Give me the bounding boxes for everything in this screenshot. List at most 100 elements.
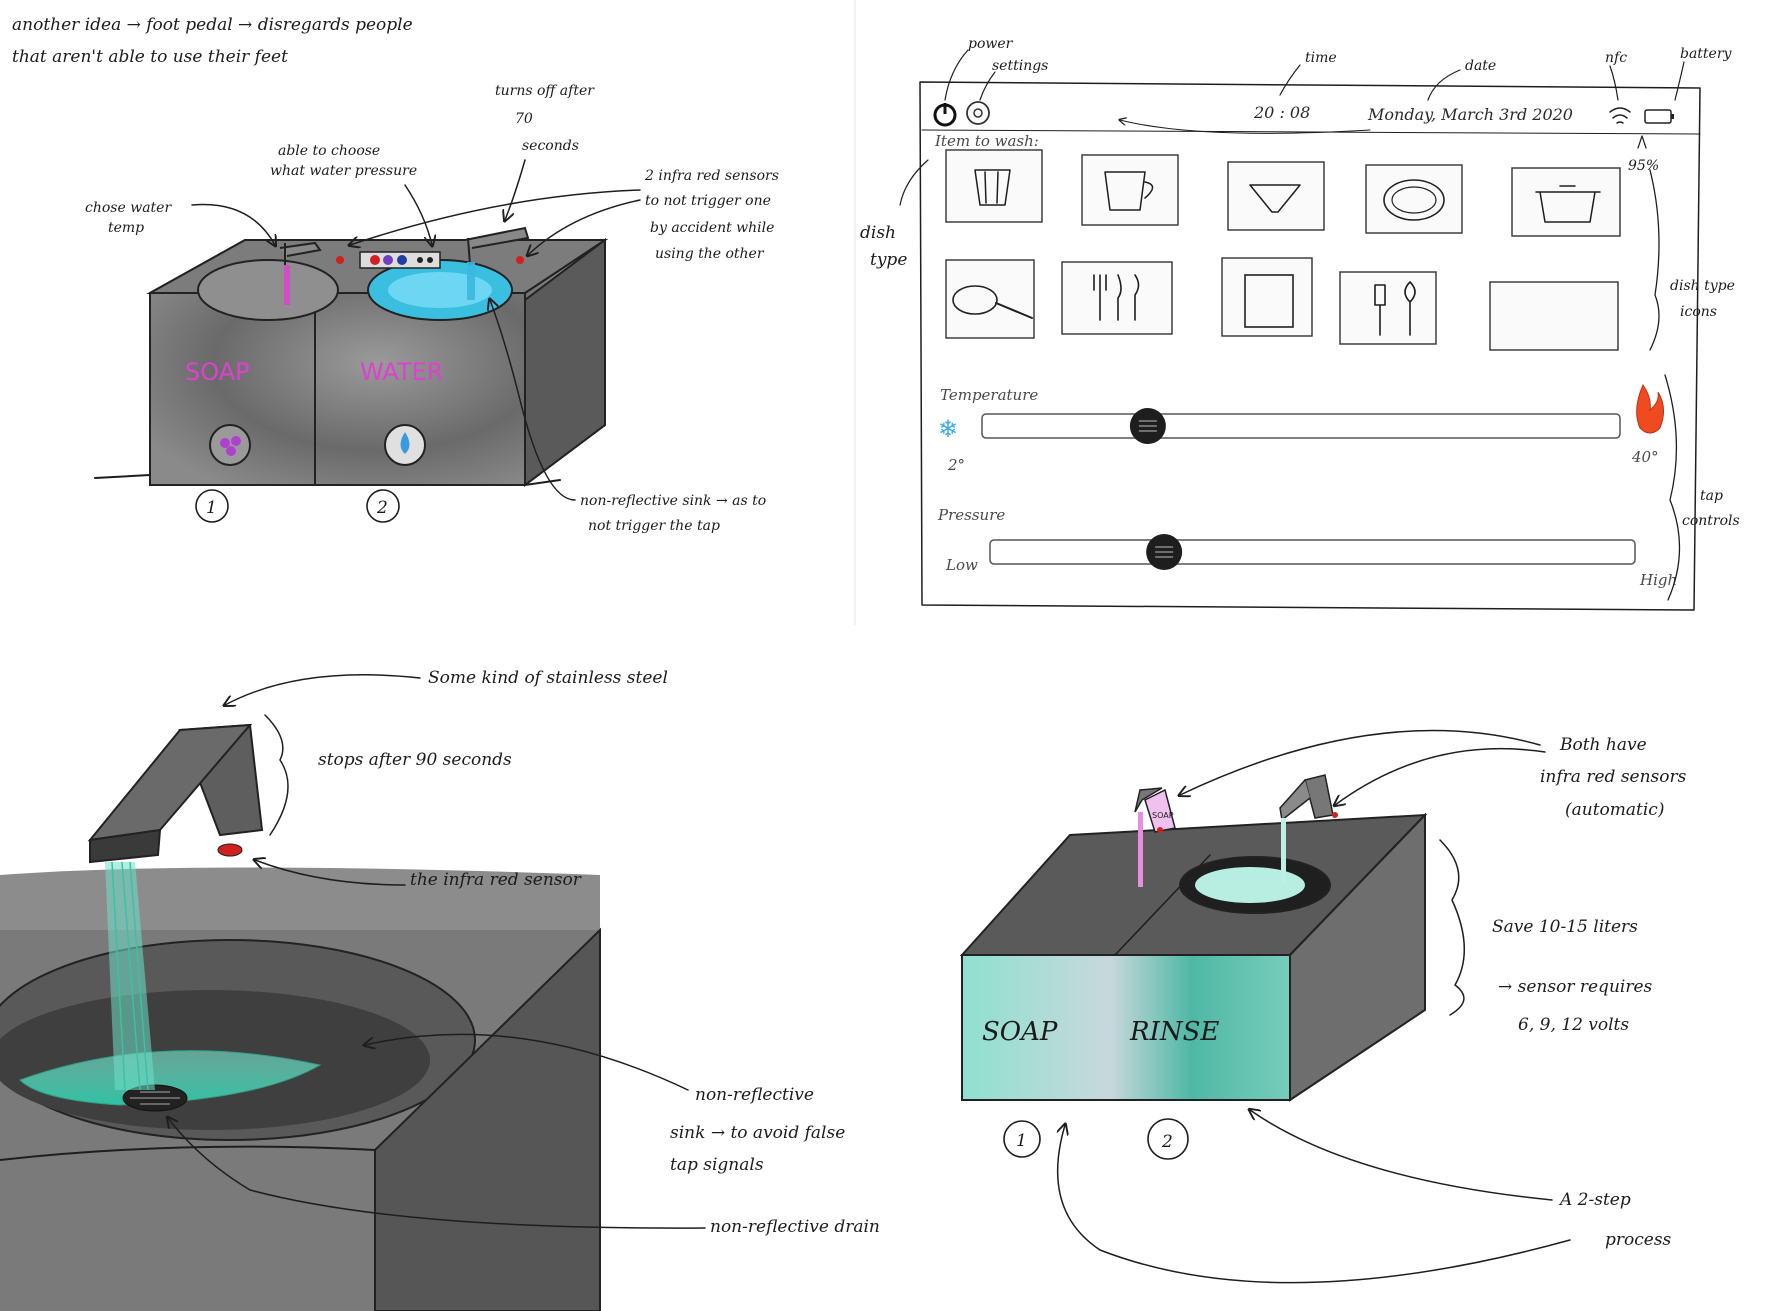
temperature-track <box>981 413 1621 439</box>
box-label-rinse: RINSE <box>1129 1017 1219 1047</box>
bottom-non-reflective-note-2: sink → to avoid false <box>670 1123 845 1143</box>
bottom-non-reflective-note-1: non-reflective <box>695 1085 814 1105</box>
callout-power: power <box>968 36 1014 52</box>
dish-tile-plate[interactable] <box>1365 164 1463 234</box>
turn-off-note-2: 70 <box>515 111 533 127</box>
cutlery-icon <box>1093 274 1140 321</box>
callout-dish-type-1: dish <box>860 223 896 243</box>
both-sensors-note-3: (automatic) <box>1565 800 1664 820</box>
voltage-note-2: 6, 9, 12 volts <box>1518 1015 1629 1035</box>
plate-icon <box>1383 179 1445 221</box>
stops-note: stops after 90 seconds <box>318 750 512 770</box>
battery-percent: 95% <box>1628 158 1659 174</box>
battery-icon <box>1644 109 1672 124</box>
both-sensors-note-1: Both have <box>1559 735 1647 755</box>
dish-tile-cutting-board[interactable] <box>1221 257 1313 337</box>
idea-note-line-2: that aren't able to use their feet <box>12 47 288 67</box>
cutting-board-icon <box>1244 274 1294 328</box>
sink-label-soap: SOAP <box>185 358 250 386</box>
funnel-icon <box>1249 184 1301 213</box>
status-date: Monday, March 3rd 2020 <box>1367 105 1573 124</box>
item-to-wash-label: Item to wash: <box>934 132 1039 150</box>
idea-note-line-1: another idea → foot pedal → disregards p… <box>12 15 413 35</box>
drain-note: non-reflective drain <box>710 1217 880 1237</box>
pressure-thumb[interactable] <box>1146 534 1183 570</box>
ui-wireframe: power settings time date nfc battery 20 … <box>860 36 1740 611</box>
callout-dish-type-2: type <box>870 250 907 270</box>
settings-icon[interactable] <box>966 101 990 125</box>
top-left-sketch: another idea → foot pedal → disregards p… <box>12 15 779 534</box>
callout-dish-type-icons-1: dish type <box>1670 278 1735 294</box>
process-note-2: process <box>1605 1230 1672 1250</box>
turn-off-note-3: seconds <box>522 138 579 154</box>
soap-button-icon <box>209 424 251 466</box>
callout-battery: battery <box>1680 46 1733 62</box>
spatula-icon <box>1374 281 1416 336</box>
temperature-label: Temperature <box>940 386 1038 404</box>
callout-dish-type-icons-2: icons <box>1680 304 1717 320</box>
cup-icon <box>974 169 1011 206</box>
top-non-reflective-note-2: not trigger the tap <box>588 518 720 534</box>
temperature-thumb[interactable] <box>1129 408 1166 444</box>
callout-time: time <box>1305 50 1337 66</box>
sink-label-water: WATER <box>360 358 443 386</box>
dish-tile-spatula[interactable] <box>1339 271 1437 345</box>
callout-settings: settings <box>992 58 1048 74</box>
snowflake-icon: ❄ <box>938 415 958 443</box>
sensors-note-1: 2 infra red sensors <box>644 168 779 184</box>
pressure-note-2: what water pressure <box>270 163 417 179</box>
dish-tile-blank[interactable] <box>1489 281 1619 351</box>
flame-icon <box>1636 383 1664 434</box>
bottom-non-reflective-note-3: tap signals <box>670 1155 764 1175</box>
pressure-max: High <box>1639 571 1677 589</box>
water-temp-note-1: chose water <box>85 200 172 216</box>
process-note-1: A 2-step <box>1558 1190 1631 1210</box>
box-label-soap: SOAP <box>982 1017 1058 1047</box>
temperature-max: 40° <box>1631 448 1659 466</box>
turn-off-note-1: turns off after <box>495 83 595 99</box>
steel-note: Some kind of stainless steel <box>428 668 668 688</box>
pressure-label: Pressure <box>937 506 1005 524</box>
top-step-2: 2 <box>376 498 388 518</box>
bottom-step-2: 2 <box>1161 1132 1173 1152</box>
pot-icon <box>1535 185 1601 223</box>
pan-icon <box>952 285 998 315</box>
callout-tap-controls-2: controls <box>1682 513 1740 529</box>
dish-tile-funnel[interactable] <box>1227 161 1325 231</box>
mug-icon <box>1104 171 1154 211</box>
callout-tap-controls-1: tap <box>1700 488 1723 504</box>
dish-tile-pot[interactable] <box>1511 167 1621 237</box>
dish-tile-cup[interactable] <box>945 149 1043 223</box>
faucet-closeup: Some kind of stainless steel stops after… <box>0 668 880 1311</box>
sensor-note: the infra red sensor <box>410 870 582 890</box>
nfc-icon <box>1609 107 1631 124</box>
two-step-sink: SOAP SOAP RINSE 1 2 Both have infra red … <box>959 729 1687 1284</box>
dispenser-label: SOAP <box>1152 811 1174 820</box>
sensors-note-4: using the other <box>655 246 765 262</box>
both-sensors-note-2: infra red sensors <box>1540 767 1687 787</box>
sensors-note-3: by accident while <box>650 220 774 236</box>
bottom-step-1: 1 <box>1016 1131 1027 1151</box>
dish-tile-cutlery[interactable] <box>1061 261 1173 335</box>
pressure-slider[interactable] <box>989 534 1636 570</box>
water-temp-note-2: temp <box>108 220 144 236</box>
callout-nfc: nfc <box>1605 50 1627 66</box>
save-note: Save 10-15 liters <box>1492 917 1638 937</box>
pressure-min: Low <box>945 556 978 574</box>
double-sink-body: SOAP WATER <box>94 226 609 487</box>
temperature-min: 2° <box>947 456 965 474</box>
voltage-note-1: → sensor requires <box>1498 977 1653 997</box>
top-non-reflective-note-1: non-reflective sink → as to <box>580 493 766 509</box>
temperature-slider[interactable] <box>981 408 1621 444</box>
dish-tile-pan[interactable] <box>945 259 1035 339</box>
status-time: 20 : 08 <box>1253 103 1310 122</box>
top-step-1: 1 <box>206 498 217 518</box>
callout-date: date <box>1465 58 1496 74</box>
infra-red-sensor-icon <box>217 843 243 857</box>
dish-tile-mug[interactable] <box>1081 154 1179 226</box>
pressure-track <box>989 539 1636 565</box>
sensors-note-2: to not trigger one <box>645 193 771 209</box>
pressure-note-1: able to choose <box>278 143 380 159</box>
dish-icon-grid <box>945 149 1621 351</box>
